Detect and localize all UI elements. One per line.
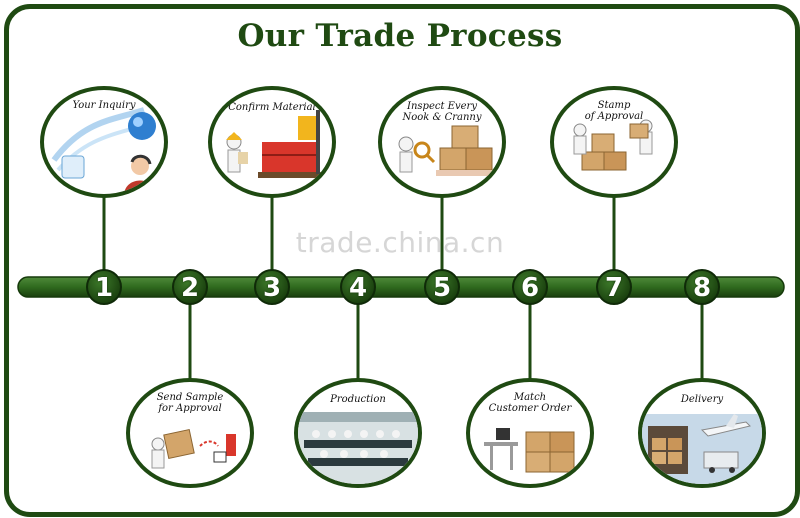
step-circle-4: Production (294, 378, 422, 488)
step-number-1: 1 (94, 273, 114, 303)
step-label-4: Production (330, 394, 386, 405)
step-number-7: 7 (604, 273, 624, 303)
approval-illustration (573, 119, 653, 171)
match-order-illustration (484, 428, 575, 473)
diagram-title: Our Trade Process (237, 18, 563, 54)
step-number-4: 4 (348, 273, 368, 303)
delivery-illustration (642, 414, 762, 484)
step-circle-1: Your Inquiry (40, 86, 168, 198)
inspect-illustration (398, 125, 496, 176)
step-circle-7: Stamp of Approval (550, 86, 678, 198)
step-label-6: Match Customer Order (488, 392, 572, 414)
step-circle-2: Send Sample for Approval (126, 378, 254, 488)
step-circle-3: Confirm Material (208, 86, 336, 198)
step-circle-5: Inspect Every Nook & Cranny (378, 86, 506, 198)
timeline-bar (17, 276, 785, 298)
step-dot-3 (254, 269, 290, 305)
inquiry-illustration (51, 107, 156, 194)
step-dot-6 (512, 269, 548, 305)
material-illustration (226, 110, 322, 178)
step-circle-8: Delivery (638, 378, 766, 488)
step-number-2: 2 (180, 273, 200, 303)
step-label-8: Delivery (680, 394, 724, 405)
step-dot-2 (172, 269, 208, 305)
sample-illustration (151, 428, 236, 469)
step-number-5: 5 (432, 273, 452, 303)
step-label-2: Send Sample for Approval (156, 392, 224, 414)
step-label-3: Confirm Material (228, 102, 316, 113)
step-dot-4 (340, 269, 376, 305)
production-illustration (298, 412, 418, 484)
step-dot-1 (86, 269, 122, 305)
step-label-1: Your Inquiry (72, 100, 136, 111)
step-dot-7 (596, 269, 632, 305)
step-number-8: 8 (692, 273, 712, 303)
step-number-6: 6 (520, 273, 540, 303)
step-number-3: 3 (262, 273, 282, 303)
step-label-5: Inspect Every Nook & Cranny (402, 101, 482, 123)
watermark-text: trade.china.cn (295, 226, 505, 259)
step-dot-8 (684, 269, 720, 305)
step-dot-5 (424, 269, 460, 305)
step-label-7: Stamp of Approval (584, 100, 644, 122)
step-dots (86, 269, 720, 305)
step-circle-6: Match Customer Order (466, 378, 594, 488)
